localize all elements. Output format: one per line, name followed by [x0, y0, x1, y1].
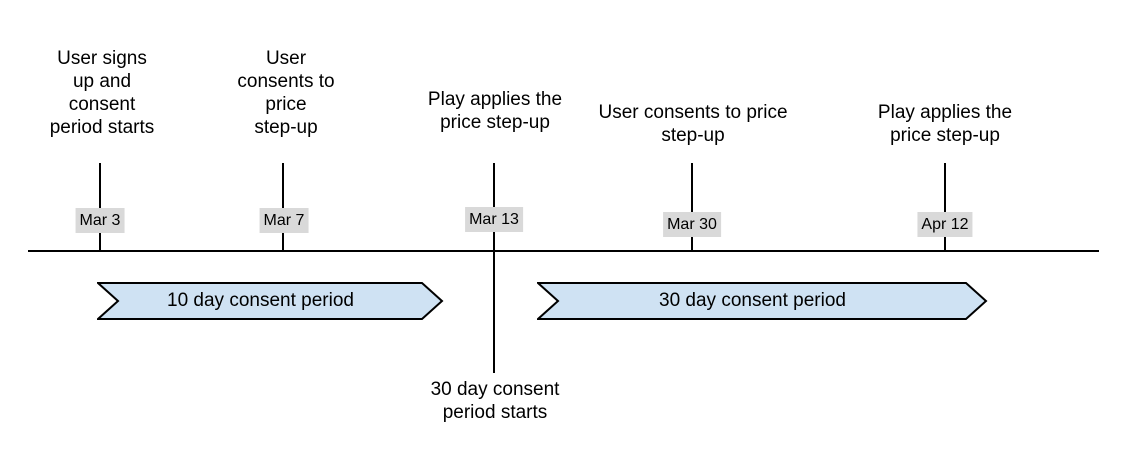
consent-period-arrow-10day [97, 282, 444, 320]
note-30-day-consent-starts: 30 day consent period starts [430, 379, 560, 423]
date-label-mar-30: Mar 30 [663, 212, 721, 237]
tick-mar-7 [282, 163, 284, 251]
date-label-apr-12: Apr 12 [917, 212, 973, 237]
event-caption-mar-13: Play applies the price step-up [427, 89, 563, 133]
tick-mar-3 [99, 163, 101, 251]
event-caption-apr-12: Play applies the price step-up [877, 102, 1013, 146]
event-caption-mar-3: User signs up and consent period starts [49, 48, 155, 138]
event-caption-mar-30: User consents to price step-up [598, 102, 788, 146]
date-label-mar-13: Mar 13 [465, 207, 523, 232]
date-label-mar-7: Mar 7 [259, 208, 309, 233]
timeline-axis [28, 250, 1099, 252]
tick-mar-30 [691, 163, 693, 251]
tick-apr-12 [944, 163, 946, 251]
consent-period-label-30day: 30 day consent period [659, 290, 846, 311]
tick-mar-13 [493, 163, 495, 373]
event-caption-mar-7: User consents to price step-up [237, 48, 335, 138]
date-label-mar-3: Mar 3 [75, 208, 125, 233]
consent-period-label-10day: 10 day consent period [167, 290, 354, 311]
consent-period-arrow-30day [537, 282, 988, 320]
